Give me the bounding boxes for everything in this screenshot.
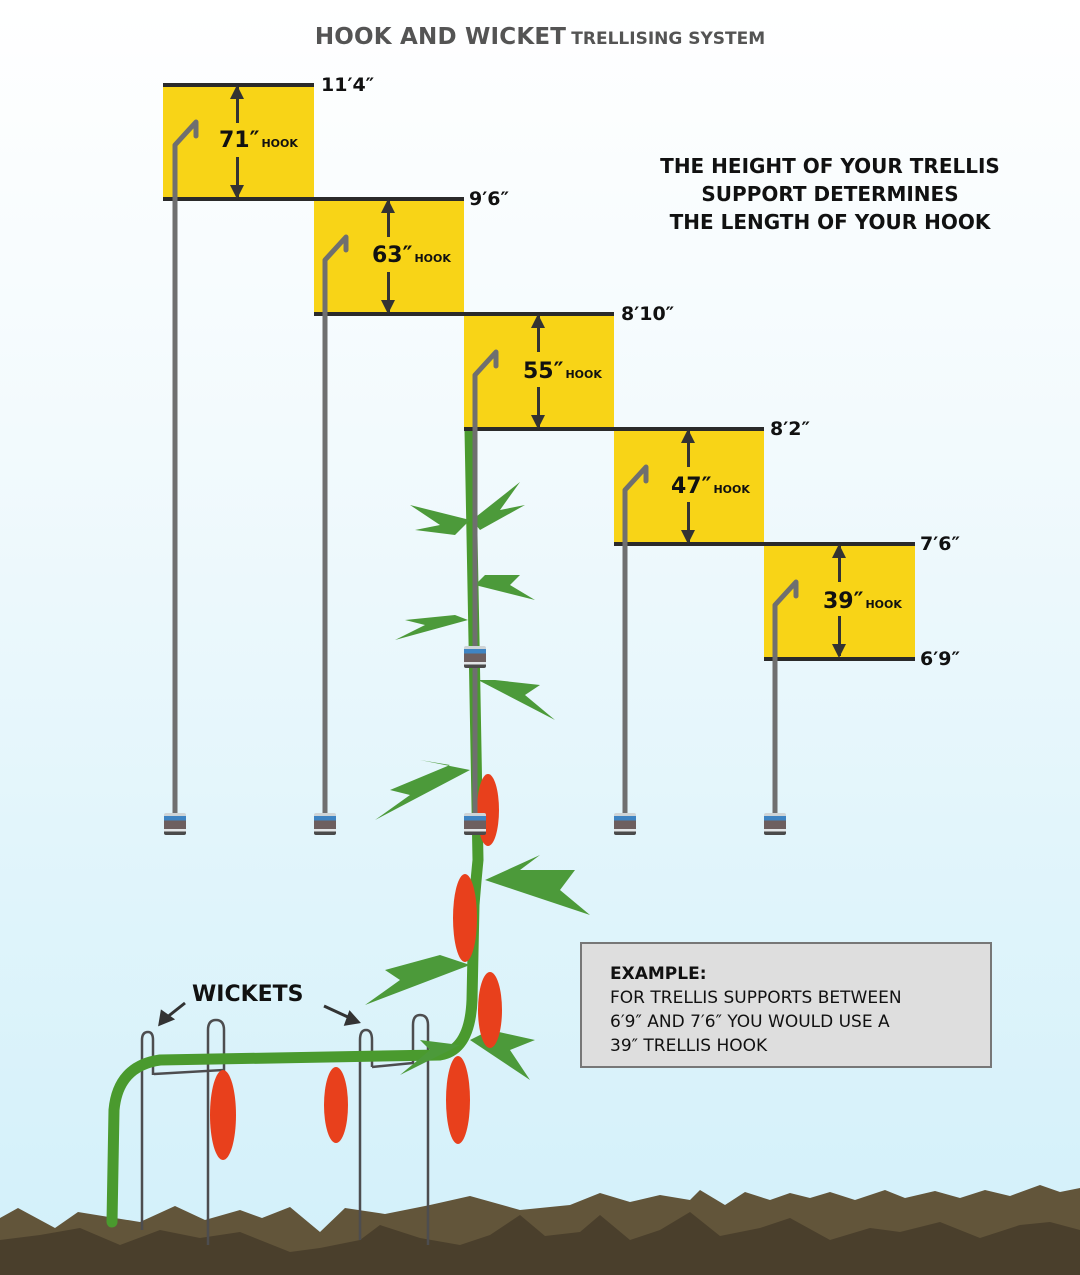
tagline: THE HEIGHT OF YOUR TRELLIS SUPPORT DETER… bbox=[640, 152, 1020, 236]
height-line-5 bbox=[764, 657, 915, 661]
example-box: EXAMPLE: FOR TRELLIS SUPPORTS BETWEEN 6′… bbox=[580, 942, 992, 1068]
height-label: 8′2″ bbox=[770, 418, 810, 440]
vine-stem bbox=[106, 424, 484, 1228]
hook-length-label: 55″HOOK bbox=[523, 357, 602, 386]
hook-length: 39″ bbox=[823, 589, 864, 614]
hook-length: 71″ bbox=[219, 128, 260, 153]
dimension-arrow-up bbox=[832, 544, 846, 582]
diagram-title: HOOK AND WICKET TRELLISING SYSTEM bbox=[0, 24, 1080, 50]
hook-rod-71 bbox=[172, 119, 199, 818]
example-line: 6′9″ AND 7′6″ YOU WOULD USE A bbox=[610, 1012, 890, 1032]
dimension-arrow-down bbox=[230, 157, 244, 199]
tomato-leaves bbox=[365, 482, 590, 1080]
title-sub: TRELLISING SYSTEM bbox=[571, 29, 766, 49]
hook-clip bbox=[314, 813, 336, 835]
tagline-line: THE HEIGHT OF YOUR TRELLIS bbox=[660, 154, 1000, 178]
height-label: 9′6″ bbox=[469, 188, 509, 210]
hook-unit: HOOK bbox=[565, 368, 602, 381]
wicket-1 bbox=[140, 1018, 226, 1245]
dimension-arrow-down bbox=[832, 616, 846, 658]
height-label: 8′10″ bbox=[621, 303, 675, 325]
title-main: HOOK AND WICKET bbox=[314, 24, 567, 50]
hook-unit: HOOK bbox=[261, 137, 298, 150]
height-line-3 bbox=[464, 427, 764, 431]
hook-rod-39 bbox=[772, 579, 799, 818]
hook-clip bbox=[614, 813, 636, 835]
example-line: FOR TRELLIS SUPPORTS BETWEEN bbox=[610, 988, 902, 1008]
dimension-arrow-down bbox=[381, 272, 395, 314]
tagline-line: SUPPORT DETERMINES bbox=[701, 182, 959, 206]
hook-length: 47″ bbox=[671, 474, 712, 499]
hook-length-label: 63″HOOK bbox=[372, 241, 451, 270]
hook-unit: HOOK bbox=[414, 252, 451, 265]
hook-rod-55 bbox=[472, 349, 499, 818]
hook-clip bbox=[764, 813, 786, 835]
hook-clip bbox=[464, 646, 486, 668]
example-line: 39″ TRELLIS HOOK bbox=[610, 1036, 768, 1056]
hook-rod-63 bbox=[322, 234, 349, 818]
hook-unit: HOOK bbox=[713, 483, 750, 496]
hook-length: 55″ bbox=[523, 359, 564, 384]
soil-dark-layer bbox=[0, 1212, 1080, 1275]
hook-clip bbox=[464, 813, 486, 835]
tomato-clusters bbox=[210, 774, 502, 1160]
height-line-2 bbox=[314, 312, 614, 316]
dimension-arrow-up bbox=[681, 429, 695, 467]
dimension-arrow-up bbox=[381, 199, 395, 237]
hook-length-label: 71″HOOK bbox=[219, 126, 298, 155]
dimension-arrow-down bbox=[531, 387, 545, 429]
hook-length-label: 47″HOOK bbox=[671, 472, 750, 501]
wicket-arrows bbox=[158, 1001, 361, 1027]
height-label: 6′9″ bbox=[920, 648, 960, 670]
hook-length-label: 39″HOOK bbox=[823, 587, 902, 616]
height-line-1 bbox=[163, 197, 464, 201]
tagline-line: THE LENGTH OF YOUR HOOK bbox=[669, 210, 991, 234]
dimension-arrow-up bbox=[230, 85, 244, 123]
dimension-arrow-down bbox=[681, 502, 695, 544]
wickets-label: WICKETS bbox=[192, 982, 304, 1007]
height-line-4 bbox=[614, 542, 915, 546]
wicket-2 bbox=[358, 1013, 430, 1245]
height-label: 11′4″ bbox=[321, 74, 375, 96]
height-label: 7′6″ bbox=[920, 533, 960, 555]
hook-unit: HOOK bbox=[865, 598, 902, 611]
hook-clip bbox=[164, 813, 186, 835]
hook-length: 63″ bbox=[372, 243, 413, 268]
hook-rod-47 bbox=[622, 464, 649, 818]
example-heading: EXAMPLE: bbox=[610, 964, 707, 984]
dimension-arrow-up bbox=[531, 314, 545, 352]
